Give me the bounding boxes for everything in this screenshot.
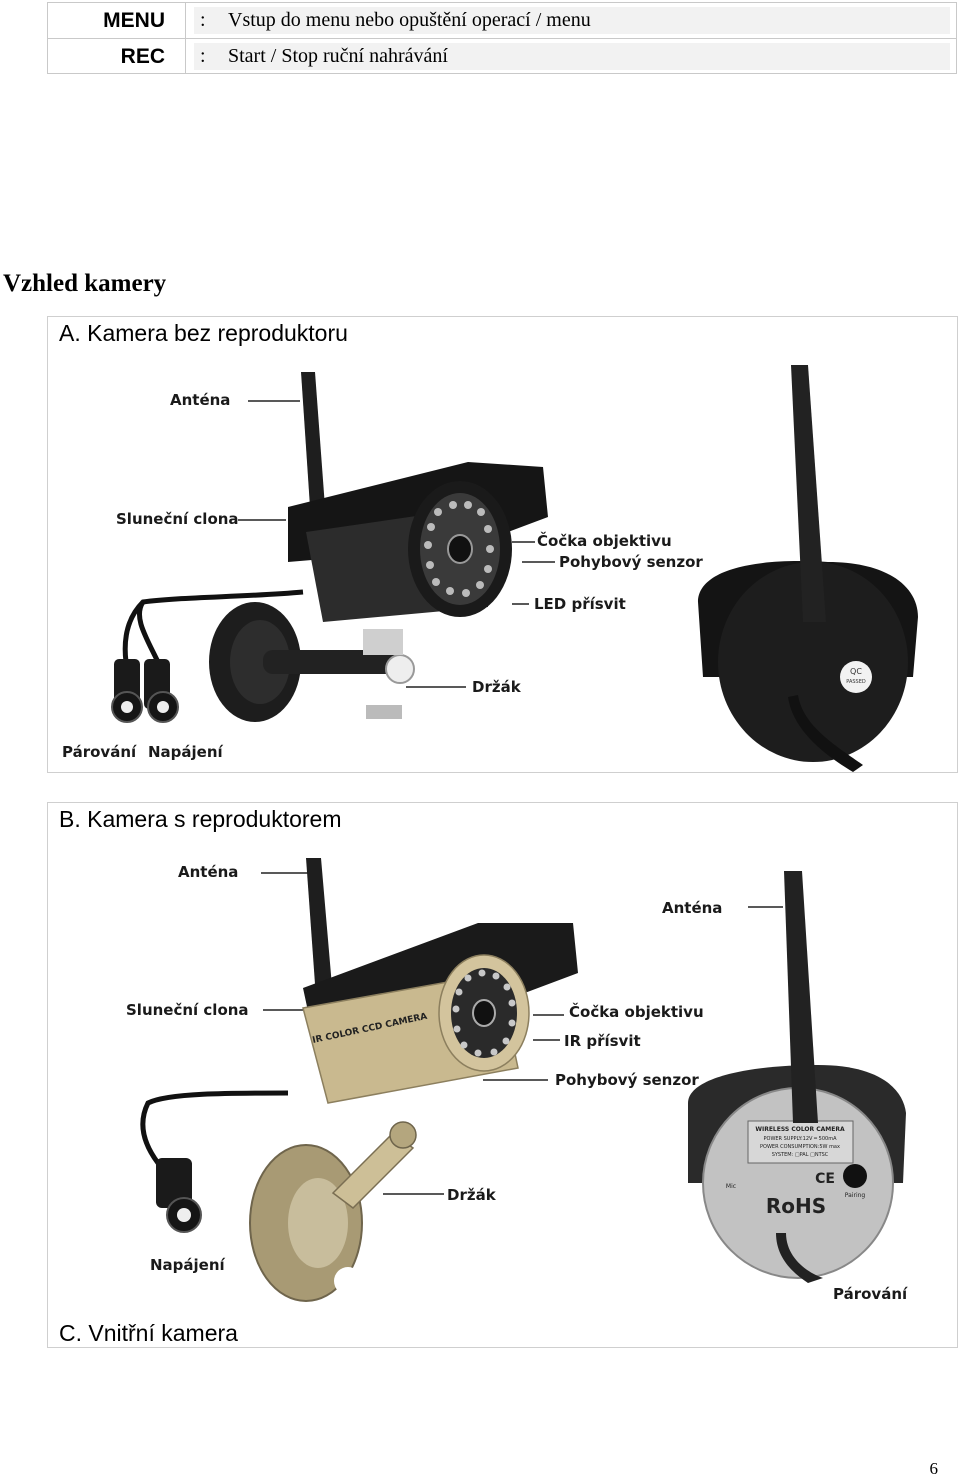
label-pairing: Párování <box>62 743 137 761</box>
back-label-line2: POWER SUPPLY:12V ═ 500mA <box>764 1136 838 1142</box>
panel-camera-with-speaker: B. Kamera s reproduktorem <box>47 802 958 1348</box>
camera-b-illustration: IR COLOR CCD CAMERA WIRELESS COLOR CAMER… <box>140 858 906 1302</box>
bracket <box>209 602 415 722</box>
key-colon: : <box>200 45 206 67</box>
led-ring <box>424 501 494 597</box>
label-ir: IR přísvit <box>564 1032 641 1050</box>
key-name: REC <box>48 39 186 74</box>
connector-power <box>156 1158 202 1233</box>
back-label-line3: POWER CONSUMPTION:5W max <box>760 1144 840 1150</box>
cables <box>122 589 304 664</box>
key-description-text: Vstup do menu nebo opuštění operací / me… <box>228 9 591 31</box>
label-motion-sensor: Pohybový senzor <box>559 553 703 571</box>
back-label-text: WIRELESS COLOR CAMERA POWER SUPPLY:12V ═… <box>726 1126 865 1218</box>
key-row-rec: REC : Start / Stop ruční nahrávání <box>48 39 956 74</box>
connector-power <box>144 659 179 723</box>
label-lens: Čočka objektivu <box>569 1003 704 1021</box>
key-name: MENU <box>48 3 186 38</box>
back-label-line1: WIRELESS COLOR CAMERA <box>755 1126 845 1133</box>
label-antenna-front: Anténa <box>178 863 239 881</box>
label-bracket: Držák <box>472 678 521 696</box>
label-antenna: Anténa <box>170 391 231 409</box>
label-lens: Čočka objektivu <box>537 532 672 550</box>
label-sunshade: Sluneční clona <box>116 510 239 528</box>
back-label-rohs: RoHS <box>766 1194 826 1218</box>
bracket <box>249 1121 417 1302</box>
antenna-front <box>306 858 333 998</box>
camera-a-illustration: QC PASSED <box>111 365 918 772</box>
leader-lines <box>238 400 555 688</box>
qc-text-1: QC <box>850 667 862 676</box>
label-sunshade: Sluneční clona <box>126 1001 249 1019</box>
cable <box>140 1090 289 1165</box>
panel-title: A. Kamera bez reproduktoru <box>59 320 348 346</box>
page-number: 6 <box>929 1459 939 1478</box>
connector-pairing <box>111 659 143 723</box>
label-power: Napájení <box>150 1256 225 1274</box>
key-description: : Vstup do menu nebo opuštění operací / m… <box>194 7 950 34</box>
section-title: Vzhled kamery <box>3 270 167 297</box>
label-motion-sensor: Pohybový senzor <box>555 1071 699 1089</box>
antenna-front <box>301 372 325 507</box>
label-pairing: Párování <box>833 1285 908 1303</box>
key-row-menu: MENU : Vstup do menu nebo opuštění operac… <box>48 3 956 39</box>
key-table: MENU : Vstup do menu nebo opuštění operac… <box>47 2 957 74</box>
antenna-back <box>791 365 826 622</box>
panel-title-indoor: C. Vnitřní kamera <box>59 1320 238 1346</box>
leader-lines <box>261 872 783 1195</box>
led-ring <box>452 969 516 1057</box>
key-colon: : <box>200 9 206 31</box>
label-power: Napájení <box>148 743 223 761</box>
back-label-pairing: Pairing <box>845 1192 866 1199</box>
label-led: LED přísvit <box>534 595 626 613</box>
camera-b-back <box>688 1065 906 1283</box>
back-label-ce: CE <box>815 1171 835 1187</box>
qc-text-2: PASSED <box>846 679 866 685</box>
label-bracket: Držák <box>447 1186 496 1204</box>
back-label-mic: Mic <box>726 1183 736 1190</box>
back-label-line4: SYSTEM: □PAL □NTSC <box>772 1152 829 1158</box>
panel-title: B. Kamera s reproduktorem <box>59 806 342 832</box>
label-antenna-back: Anténa <box>662 899 723 917</box>
key-description-text: Start / Stop ruční nahrávání <box>228 45 448 67</box>
camera-a-front <box>288 462 548 622</box>
antenna-back <box>784 871 818 1123</box>
key-description: : Start / Stop ruční nahrávání <box>194 43 950 70</box>
panel-camera-without-speaker: A. Kamera bez reproduktoru <box>47 316 958 773</box>
camera-b-front: IR COLOR CCD CAMERA <box>302 923 578 1104</box>
